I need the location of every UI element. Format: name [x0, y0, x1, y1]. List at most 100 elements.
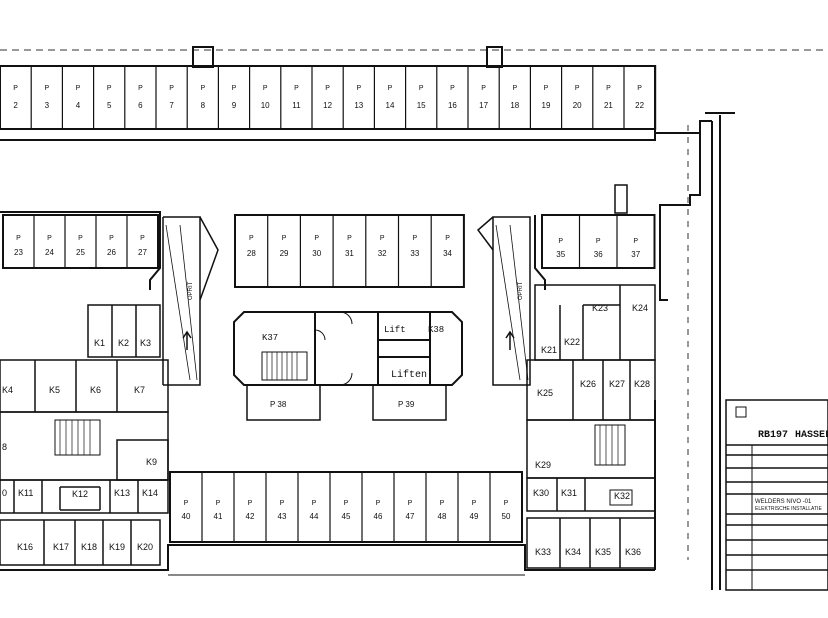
left-k3: K3: [140, 338, 151, 348]
parking-box-p38-label: P 38: [270, 400, 287, 409]
uc-bay-number: 31: [345, 249, 354, 258]
top-bay-number: 4: [76, 101, 81, 110]
bot-bay-number: 49: [470, 512, 479, 521]
right-k29: K29: [535, 460, 551, 470]
ul-bay-number: 27: [138, 248, 147, 257]
ur-bay-letter: P: [596, 238, 601, 245]
left-k10: 0: [2, 488, 7, 498]
uc-bay-number: 30: [312, 249, 321, 258]
bot-bay-letter: P: [472, 500, 477, 507]
top-bay-letter: P: [606, 85, 611, 92]
ul-bay-letter: P: [140, 235, 145, 242]
ul-bay-letter: P: [16, 235, 21, 242]
uc-bay-letter: P: [249, 235, 254, 242]
top-bay-number: 9: [232, 101, 237, 110]
ur-bay-number: 35: [556, 250, 565, 259]
bot-bay-number: 45: [342, 512, 351, 521]
ramp-right-label: OPRIT: [518, 281, 524, 300]
bot-bay-number: 50: [502, 512, 511, 521]
top-bay-number: 6: [138, 101, 143, 110]
right-k32: K32: [614, 491, 630, 501]
core-k38: K38: [428, 325, 444, 335]
top-bay-number: 22: [635, 101, 644, 110]
bot-bay-letter: P: [440, 500, 445, 507]
right-k25: K25: [537, 388, 553, 398]
left-k2: K2: [118, 338, 129, 348]
uc-bay-number: 34: [443, 249, 452, 258]
parking-box-p39: [372, 384, 447, 421]
top-bay-number: 21: [604, 101, 613, 110]
uc-bay-letter: P: [445, 235, 450, 242]
bot-bay-letter: P: [248, 500, 253, 507]
top-bay-letter: P: [544, 85, 549, 92]
top-bay-letter: P: [76, 85, 81, 92]
ur-bay-frame: [541, 214, 656, 269]
top-bay-number: 12: [323, 101, 332, 110]
top-bay-letter: P: [388, 85, 393, 92]
left-k17: K17: [53, 542, 69, 552]
ul-bay-frame: [2, 214, 159, 269]
top-bay-letter: P: [107, 85, 112, 92]
ur-bay-number: 36: [594, 250, 603, 259]
ul-bay-letter: P: [109, 235, 114, 242]
uc-bay-letter: P: [380, 235, 385, 242]
uc-bay-letter: P: [282, 235, 287, 242]
bot-bay-letter: P: [376, 500, 381, 507]
left-k14: K14: [142, 488, 158, 498]
right-k34: K34: [565, 547, 581, 557]
uc-bay-number: 33: [410, 249, 419, 258]
top-bay-letter: P: [325, 85, 330, 92]
left-k11: K11: [18, 488, 33, 498]
uc-bay-frame: [234, 214, 465, 288]
top-bay-number: 15: [417, 101, 426, 110]
bot-bay-number: 48: [438, 512, 447, 521]
top-bay-letter: P: [512, 85, 517, 92]
left-k4: K4: [2, 385, 13, 395]
title-line2: ELEKTRISCHE INSTALLATIE: [755, 506, 822, 512]
ul-bay-number: 25: [76, 248, 85, 257]
right-k33: K33: [535, 547, 551, 557]
left-k5: K5: [49, 385, 60, 395]
left-k16: K16: [17, 542, 33, 552]
top-bay-number: 16: [448, 101, 457, 110]
bot-bay-number: 44: [310, 512, 319, 521]
left-k1: K1: [94, 338, 105, 348]
left-k12: K12: [72, 489, 88, 499]
top-bay-number: 5: [107, 101, 112, 110]
top-bay-number: 14: [386, 101, 395, 110]
bot-bay-letter: P: [504, 500, 509, 507]
top-bay-letter: P: [356, 85, 361, 92]
top-bay-letter: P: [44, 85, 49, 92]
ul-bay-number: 26: [107, 248, 116, 257]
bot-bay-number: 42: [246, 512, 255, 521]
top-bay-number: 19: [542, 101, 551, 110]
right-k35: K35: [595, 547, 611, 557]
right-k22: K22: [564, 337, 580, 347]
top-bay-number: 18: [510, 101, 519, 110]
ur-bay-number: 37: [631, 250, 640, 259]
left-k9: K9: [146, 457, 157, 467]
ul-bay-number: 23: [14, 248, 23, 257]
right-k26: K26: [580, 379, 596, 389]
top-bay-number: 3: [45, 101, 50, 110]
ul-bay-letter: P: [47, 235, 52, 242]
core-liften: Liften: [391, 369, 427, 381]
right-k36: K36: [625, 547, 641, 557]
title-code: RB197: [758, 430, 788, 441]
right-ramp: [476, 216, 531, 386]
right-k21: K21: [541, 345, 557, 355]
bot-bay-letter: P: [280, 500, 285, 507]
right-k24: K24: [632, 303, 648, 313]
top-bay-number: 10: [261, 101, 270, 110]
top-bay-number: 11: [292, 101, 301, 110]
bot-bay-frame: [169, 471, 523, 543]
title-city: HASSEL: [795, 430, 828, 441]
uc-bay-letter: P: [347, 235, 352, 242]
bot-bay-number: 40: [182, 512, 191, 521]
uc-bay-letter: P: [413, 235, 418, 242]
top-bay-letter: P: [419, 85, 424, 92]
